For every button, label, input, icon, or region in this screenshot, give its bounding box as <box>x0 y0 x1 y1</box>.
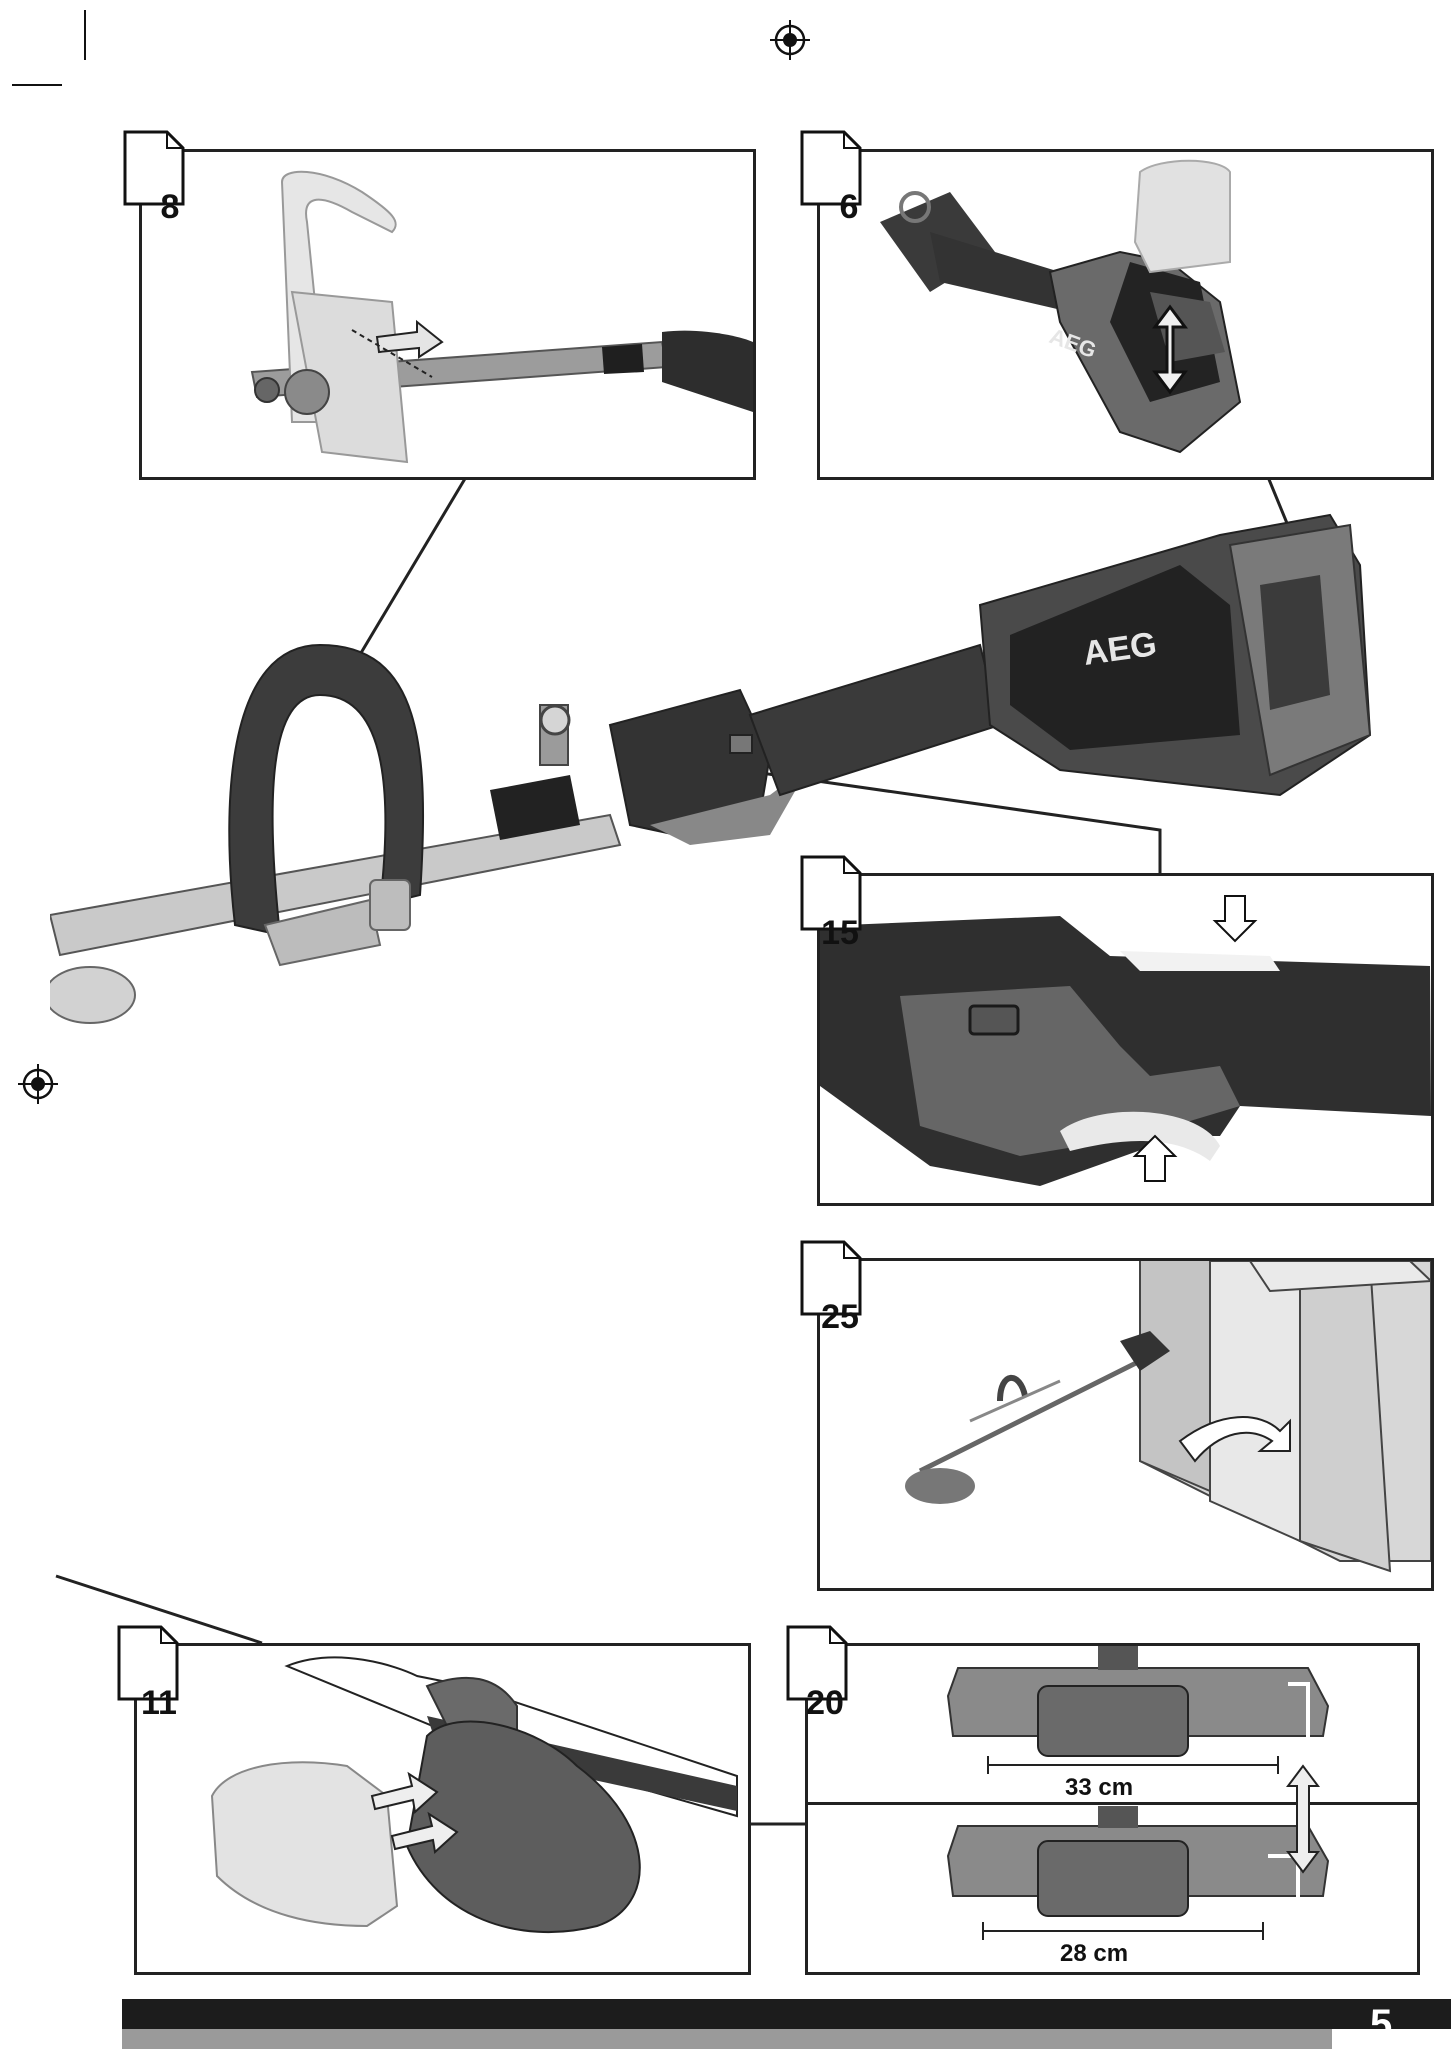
panel-6: AEG <box>817 149 1434 480</box>
footer-bar <box>122 1999 1451 2029</box>
panel-20-illustration <box>946 1646 1330 1940</box>
crop-mark-horizontal <box>12 84 62 86</box>
panel-20-tab <box>786 1625 848 1701</box>
panel-11-tab <box>117 1625 179 1701</box>
panel-8-tab <box>123 130 185 206</box>
panel-6-tab <box>800 130 862 206</box>
main-trimmer-illustration: AEG <box>50 513 1372 1024</box>
panel-11-illustration <box>210 1656 738 1934</box>
panel-8-illustration <box>250 170 753 464</box>
registration-mark-icon <box>770 20 810 60</box>
panel-15-tab <box>800 855 862 931</box>
panel-8 <box>139 149 756 480</box>
diameter-label-small: 28 cm <box>1060 1940 1129 1967</box>
panel-6-number: 6 <box>839 188 859 226</box>
diameter-label-large: 33 cm <box>1065 1774 1134 1801</box>
panel-25 <box>817 1258 1434 1591</box>
panel-20-divider <box>808 1802 1417 1805</box>
panel-25-illustration <box>905 1261 1431 1573</box>
registration-mark-icon <box>18 1064 58 1104</box>
panel-11 <box>134 1643 751 1975</box>
panel-8-number: 8 <box>160 188 180 226</box>
panel-15-illustration <box>820 895 1431 1186</box>
panel-25-number: 25 <box>821 1298 859 1336</box>
panel-25-tab <box>800 1240 862 1316</box>
footer-grey-bar <box>122 2029 1332 2049</box>
panel-15 <box>817 873 1434 1206</box>
page-number: 5 <box>1370 2002 1393 2046</box>
panel-20: 33 cm 28 cm <box>805 1643 1420 1975</box>
crop-mark-vertical <box>84 10 86 60</box>
panel-20-number: 20 <box>806 1684 844 1722</box>
panel-6-illustration: AEG <box>880 159 1242 454</box>
panel-11-number: 11 <box>141 1684 177 1722</box>
panel-15-number: 15 <box>821 914 859 952</box>
